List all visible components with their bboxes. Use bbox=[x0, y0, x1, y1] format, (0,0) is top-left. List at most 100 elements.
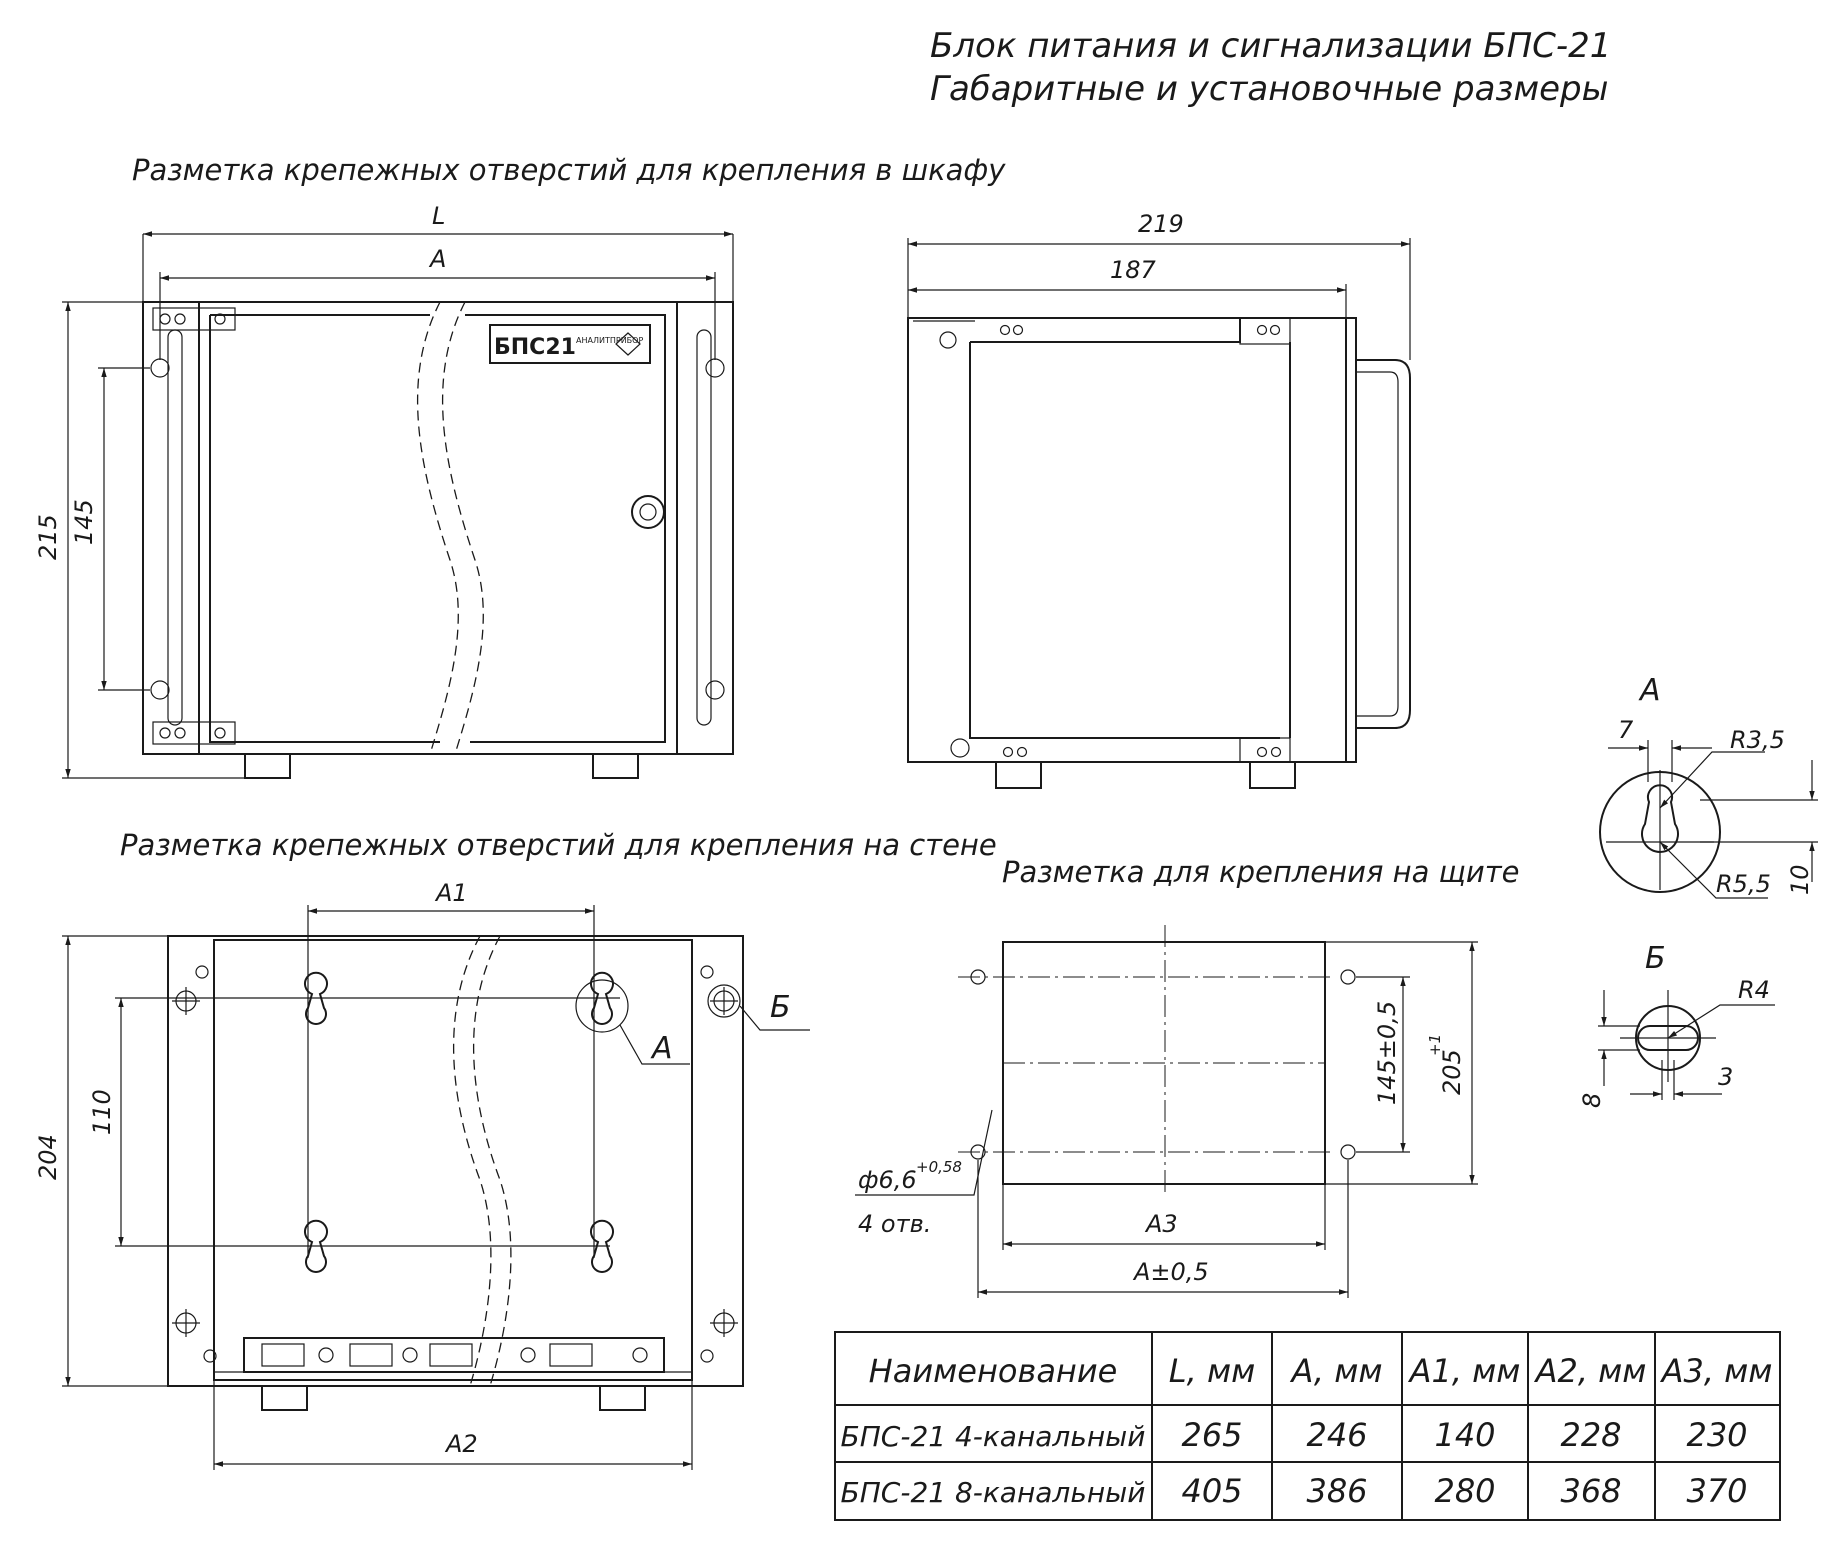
table-header-A: A, мм bbox=[1289, 1352, 1382, 1390]
dim-label-A3: A3 bbox=[1144, 1210, 1178, 1238]
table-header-A3: A3, мм bbox=[1660, 1352, 1773, 1390]
keyhole-icon bbox=[590, 1219, 614, 1273]
dim-label-A1: A1 bbox=[434, 879, 468, 907]
table-cell: 265 bbox=[1181, 1416, 1242, 1454]
table-border bbox=[834, 1331, 1781, 1521]
screw-icon bbox=[174, 727, 186, 739]
screw-icon bbox=[1256, 324, 1268, 336]
screw-icon bbox=[1269, 324, 1281, 336]
table-cell: 230 bbox=[1686, 1416, 1747, 1454]
front-right-slot bbox=[696, 329, 712, 726]
detail-B-r4-label: R4 bbox=[1738, 976, 1770, 1004]
hole-diameter-label: ф6,6 bbox=[858, 1166, 917, 1194]
wall-view: A1 A2 204 110 A Б bbox=[34, 879, 810, 1470]
callout-leader-B bbox=[739, 1005, 810, 1031]
section-title-wall: Разметка крепежных отверстий для креплен… bbox=[120, 828, 997, 862]
detail-B-width-label: 3 bbox=[1718, 1063, 1733, 1091]
screw-icon bbox=[203, 1349, 217, 1363]
table-cell: 368 bbox=[1560, 1472, 1621, 1510]
wall-break-line-2 bbox=[472, 935, 512, 1387]
mount-hole-icon bbox=[705, 358, 725, 378]
table-cell: 246 bbox=[1306, 1416, 1367, 1454]
side-corner-top bbox=[1239, 317, 1291, 345]
screw-icon bbox=[318, 1347, 334, 1363]
hole-count-label: 4 отв. bbox=[858, 1210, 931, 1238]
panel-hole-icon bbox=[970, 969, 986, 985]
dimensions-table: Наименование L, мм A, мм A1, мм A2, мм A… bbox=[834, 1331, 1781, 1521]
mount-hole-icon bbox=[705, 680, 725, 700]
front-foot-left bbox=[244, 753, 291, 779]
wall-break-line-1 bbox=[452, 935, 492, 1387]
detail-B-height-label: 8 bbox=[1578, 1093, 1606, 1108]
dim-label-215: 215 bbox=[34, 514, 62, 560]
screw-icon bbox=[1270, 746, 1282, 758]
front-foot-right bbox=[592, 753, 639, 779]
side-corner-bottom bbox=[1239, 737, 1291, 763]
dim-label-A2: A2 bbox=[444, 1430, 478, 1458]
front-hinge-top bbox=[152, 307, 236, 331]
screw-icon bbox=[159, 313, 171, 325]
side-screw-icon bbox=[939, 331, 957, 349]
table-cell: БПС-21 8-канальный bbox=[841, 1476, 1146, 1509]
section-title-cabinet: Разметка крепежных отверстий для креплен… bbox=[132, 153, 1006, 187]
dim-label-110: 110 bbox=[88, 1089, 116, 1135]
table-cell: 405 bbox=[1181, 1472, 1242, 1510]
mount-hole-icon bbox=[150, 680, 170, 700]
door-lock-core-icon bbox=[639, 503, 657, 521]
panel-view: A3 A±0,5 145±0,5 205 +1 ф6,6 +0,58 4 отв… bbox=[855, 925, 1478, 1298]
front-nameplate bbox=[489, 324, 651, 364]
front-break-line-1 bbox=[416, 301, 459, 755]
dim-label-205: 205 bbox=[1438, 1049, 1466, 1095]
front-hinge-bottom bbox=[152, 721, 236, 745]
front-left-slot bbox=[167, 329, 183, 726]
screw-icon bbox=[1016, 746, 1028, 758]
screw-icon bbox=[1012, 324, 1024, 336]
panel-hole-icon bbox=[970, 1144, 986, 1160]
front-body bbox=[198, 301, 678, 755]
detail-A-title: A bbox=[1638, 673, 1661, 708]
dim-label-145: 145 bbox=[70, 499, 98, 545]
side-door-edge bbox=[1345, 317, 1357, 763]
brand-logo-icon bbox=[615, 332, 641, 356]
door-lock-icon bbox=[631, 495, 665, 529]
nameplate-brand-label: АНАЛИТПРИБОР bbox=[576, 336, 643, 345]
callout-leader-A bbox=[619, 1024, 690, 1065]
detail-A-callout-circle bbox=[575, 979, 629, 1033]
detail-A: A 7 R3,5 R5,5 10 bbox=[1599, 673, 1818, 899]
table-cell: 228 bbox=[1560, 1416, 1621, 1454]
table-cell: БПС-21 4-канальный bbox=[841, 1420, 1146, 1453]
title-line-1: Блок питания и сигнализации БПС-21 bbox=[930, 26, 1611, 66]
front-door-left bbox=[209, 314, 440, 743]
callout-label-B: Б bbox=[770, 990, 791, 1025]
screw-icon bbox=[159, 727, 171, 739]
front-view: БПС21 АНАЛИТПРИБОР L A 215 145 bbox=[34, 202, 734, 779]
screw-icon bbox=[520, 1347, 536, 1363]
dim-label-A: A bbox=[428, 245, 446, 273]
dim-label-205-tolerance: +1 bbox=[1426, 1034, 1444, 1056]
table-cell: 370 bbox=[1686, 1472, 1747, 1510]
table-cell: 386 bbox=[1306, 1472, 1367, 1510]
dim-label-187: 187 bbox=[1110, 256, 1157, 284]
panel-hole-icon bbox=[1340, 1144, 1356, 1160]
side-handle bbox=[1356, 359, 1411, 729]
side-top-rail bbox=[970, 318, 1241, 343]
front-break-line-2 bbox=[441, 301, 484, 755]
title-line-2: Габаритные и установочные размеры bbox=[930, 69, 1608, 109]
side-view: 219 187 bbox=[907, 210, 1411, 789]
table-header-name: Наименование bbox=[869, 1352, 1118, 1390]
screw-icon bbox=[700, 1349, 714, 1363]
detail-A-width-label: 7 bbox=[1618, 716, 1634, 744]
mount-hole-icon bbox=[150, 358, 170, 378]
hole-tolerance-label: +0,58 bbox=[916, 1158, 962, 1176]
side-left-rail bbox=[969, 342, 1280, 739]
detail-A-height-label: 10 bbox=[1786, 864, 1814, 895]
side-body bbox=[907, 317, 1347, 763]
nameplate-device-label: БПС21 bbox=[494, 335, 576, 360]
dim-label-219: 219 bbox=[1138, 210, 1184, 238]
detail-A-r35-label: R3,5 bbox=[1730, 726, 1785, 754]
dim-label-A-tol: A±0,5 bbox=[1132, 1258, 1209, 1286]
screw-icon bbox=[214, 727, 226, 739]
wall-foot-left bbox=[261, 1385, 308, 1411]
dim-label-204: 204 bbox=[34, 1134, 62, 1180]
